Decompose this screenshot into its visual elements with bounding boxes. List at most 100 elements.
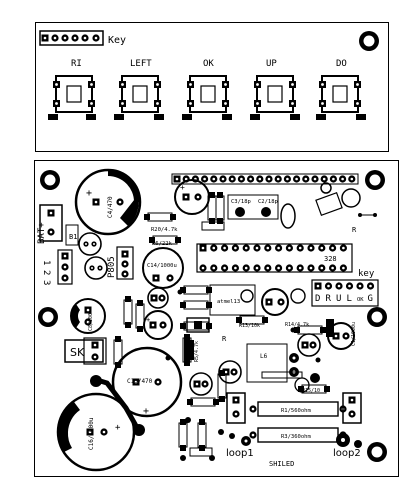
c4-plus: + bbox=[86, 188, 92, 199]
top-header-pin bbox=[283, 175, 291, 183]
mount-hole-top-left bbox=[40, 170, 60, 190]
dip-pin-top bbox=[199, 244, 207, 252]
small-cap-cluster bbox=[186, 360, 242, 407]
mount-hole-top-right bbox=[359, 31, 379, 51]
dip-pin-bottom bbox=[221, 264, 229, 272]
button-label-left: LEFT bbox=[130, 59, 152, 69]
dip-pin-top bbox=[242, 244, 250, 252]
dip-pin-bottom bbox=[264, 264, 272, 272]
main-board: BAT+ B1 1 2 3 P805 bbox=[34, 160, 399, 477]
dip-pin-bottom bbox=[231, 264, 239, 272]
c8-label: C8/100 bbox=[88, 313, 94, 331]
c14-label: C14/1000u bbox=[147, 263, 177, 269]
dip-pin-bottom bbox=[296, 264, 304, 272]
r-label-a: R bbox=[352, 226, 357, 234]
dip-pin-bottom bbox=[210, 264, 218, 272]
dip-pin-top bbox=[339, 244, 347, 252]
top-header-pin bbox=[210, 175, 218, 183]
key-pin-label-l: L bbox=[347, 294, 352, 304]
pin-number-3: 3 bbox=[41, 280, 51, 285]
battery-connector: BAT+ B1 bbox=[37, 204, 79, 246]
regulator-ic: R bbox=[186, 317, 227, 343]
resistor-r1: R1/560ohm bbox=[249, 401, 347, 417]
svg-text:+: + bbox=[143, 406, 149, 417]
chip-label-328: 328 bbox=[324, 255, 337, 263]
top-header-pin bbox=[339, 175, 347, 183]
p805-connector: P805 bbox=[107, 246, 134, 280]
dip-pin-top bbox=[221, 244, 229, 252]
svg-text:L6: L6 bbox=[260, 353, 268, 360]
capacitor-right-cluster: C1/1000u bbox=[297, 319, 357, 357]
key-pin-pad bbox=[356, 282, 364, 290]
loop1-connector: loop1 bbox=[218, 392, 254, 459]
loop1-label: loop1 bbox=[226, 448, 254, 459]
pin-numbers: 1 2 3 bbox=[41, 249, 73, 285]
top-header-pin bbox=[329, 175, 337, 183]
key-pin-pad bbox=[366, 282, 375, 290]
c15-label: C15/470 bbox=[127, 378, 153, 385]
c3-label: C3/18p bbox=[231, 199, 251, 205]
top-header-pin bbox=[219, 175, 227, 183]
dip-pin-top bbox=[275, 244, 283, 252]
svg-text:+: + bbox=[115, 423, 121, 433]
mcu-label: atmel13 bbox=[217, 299, 240, 305]
sk-connector: SK bbox=[64, 337, 107, 365]
dip-pin-top bbox=[285, 244, 293, 252]
dip-pin-bottom bbox=[307, 264, 315, 272]
loop2-label: loop2 bbox=[333, 448, 361, 459]
r20-label: R20/4.7k bbox=[151, 227, 178, 233]
top-pin-header bbox=[171, 173, 359, 185]
b1-label: B1 bbox=[69, 233, 77, 241]
key-pin-label-r: R bbox=[326, 294, 332, 304]
crystal-area: C3/18p C2/18p R bbox=[227, 182, 377, 234]
dip-pin-top bbox=[296, 244, 304, 252]
dip-pin-bottom bbox=[242, 264, 250, 272]
pin-number-1: 1 bbox=[41, 260, 51, 265]
c2-label: C2/18p bbox=[258, 199, 278, 205]
dip-pin-top bbox=[318, 244, 326, 252]
top-header-pin bbox=[265, 175, 273, 183]
r13-label: R13/10k bbox=[239, 323, 260, 329]
top-header-pin bbox=[247, 175, 255, 183]
key-board: Key RI LEFT OK UP DO bbox=[35, 22, 389, 152]
dip-pin-top bbox=[253, 244, 261, 252]
key-pin-pad bbox=[345, 282, 354, 290]
r5-label: R5/4.7k bbox=[194, 341, 200, 362]
top-header-pin bbox=[274, 175, 282, 183]
r-label-b: R bbox=[222, 335, 227, 343]
mount-hole-top-right-main bbox=[365, 170, 385, 190]
sk-label: SK bbox=[70, 346, 85, 359]
key-header-label: Key bbox=[108, 35, 126, 46]
r6-label: R6/22k bbox=[152, 241, 173, 247]
c4-label: C4/470 bbox=[107, 196, 114, 218]
mount-hole-mid-left bbox=[38, 307, 58, 327]
dip-pin-top bbox=[329, 244, 337, 252]
capacitor-c8: C8/100 bbox=[70, 295, 133, 334]
mount-hole-mid-right bbox=[367, 307, 387, 327]
key-header-pins bbox=[39, 30, 104, 46]
resistor-r3: R3/360ohm bbox=[249, 427, 347, 443]
capacitor-c16-large: C16/1000u + bbox=[56, 392, 136, 472]
bat-label: BAT+ bbox=[37, 222, 47, 244]
key-pin-label-g: G bbox=[368, 294, 373, 304]
capacitor-c14: C14/1000u bbox=[142, 247, 184, 289]
top-header-pin bbox=[311, 175, 319, 183]
capacitor-c15: C15/470 + bbox=[111, 346, 183, 418]
key-pin-label-u: U bbox=[336, 294, 341, 304]
capacitor-c4: + C4/470 bbox=[74, 168, 142, 236]
dip-pin-bottom bbox=[199, 264, 207, 272]
dip-pin-bottom bbox=[318, 264, 326, 272]
top-header-pin bbox=[256, 175, 264, 183]
button-label-do: DO bbox=[336, 59, 347, 69]
svg-text:+: + bbox=[180, 183, 185, 192]
p805-label: P805 bbox=[107, 256, 117, 278]
r3-label: R3/360ohm bbox=[281, 434, 311, 440]
vias bbox=[165, 289, 321, 423]
dip-pin-bottom bbox=[285, 264, 293, 272]
c1-label: C1/1000u bbox=[351, 322, 357, 346]
dip-pin-bottom bbox=[253, 264, 261, 272]
key-pin-pad bbox=[335, 282, 343, 290]
inductor: L6 bbox=[246, 343, 320, 393]
mount-hole-bottom-right bbox=[367, 442, 387, 462]
